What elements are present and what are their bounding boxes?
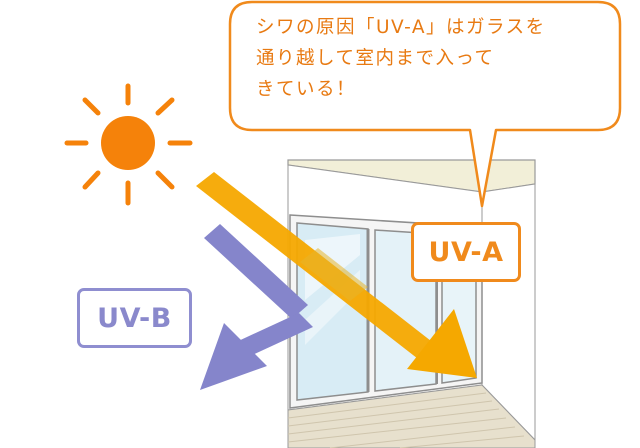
bubble-line-1: シワの原因「UV-A」はガラスを [256,17,546,38]
uvb-label: UV-B [77,288,192,348]
speech-bubble-text: シワの原因「UV-A」はガラスを 通り越して室内まで入って きている！ [256,12,601,105]
floor-planks [287,392,525,448]
uvb-arrow-icon [200,224,313,390]
room [287,159,536,448]
speech-bubble-icon [228,0,622,208]
uva-arrow-icon [196,172,477,378]
uva-label: UV-A [411,222,521,282]
bubble-line-2: 通り越して室内まで入って [256,48,495,69]
bubble-line-3: きている！ [256,79,357,100]
sun-icon [64,83,193,206]
uva-label-text: UV-A [428,236,504,268]
uvb-label-text: UV-B [97,302,172,334]
